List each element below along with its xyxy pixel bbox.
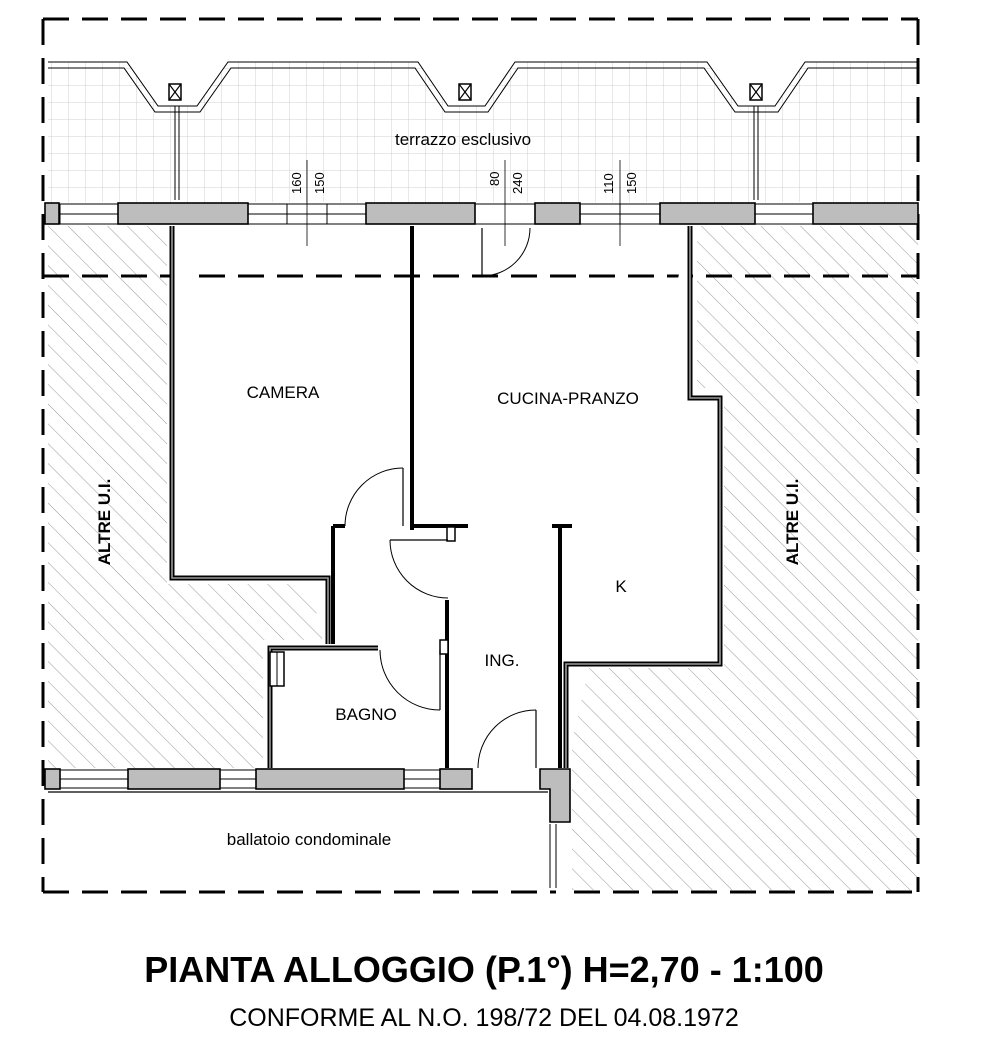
hatch-left xyxy=(48,226,322,768)
drain-icon xyxy=(168,83,182,101)
other-units-right: ALTRE U.I. xyxy=(783,479,802,566)
opening-3-height: 110 xyxy=(601,173,616,194)
plan-subtitle: CONFORME AL N.O. 198/72 DEL 04.08.1972 xyxy=(229,1004,739,1032)
bottom-facade xyxy=(44,768,571,888)
plan-title: PIANTA ALLOGGIO (P.1°) H=2,70 - 1:100 xyxy=(144,949,824,990)
room-label-k: K xyxy=(615,577,627,596)
drain-icon xyxy=(749,83,763,101)
opening-3-width: 150 xyxy=(624,172,639,194)
room-label-bagno: BAGNO xyxy=(335,705,396,724)
gallery-label: ballatoio condominale xyxy=(227,830,391,849)
opening-2-width: 240 xyxy=(510,172,525,194)
other-units-left: ALTRE U.I. xyxy=(95,479,114,566)
top-facade xyxy=(44,202,919,225)
property-boundary xyxy=(41,17,920,894)
opening-1-width: 150 xyxy=(312,172,327,194)
terrace-label: terrazzo esclusivo xyxy=(395,130,531,149)
opening-1-height: 160 xyxy=(289,172,304,194)
dimension-marks xyxy=(306,160,621,246)
doors xyxy=(344,227,537,769)
room-label-camera: CAMERA xyxy=(247,383,320,402)
walls xyxy=(169,226,723,768)
opening-2-height: 80 xyxy=(487,172,502,186)
hatch-right xyxy=(572,226,918,890)
room-label-ing: ING. xyxy=(485,651,520,670)
room-label-cucina: CUCINA-PRANZO xyxy=(497,389,639,408)
drain-icon xyxy=(458,83,472,101)
